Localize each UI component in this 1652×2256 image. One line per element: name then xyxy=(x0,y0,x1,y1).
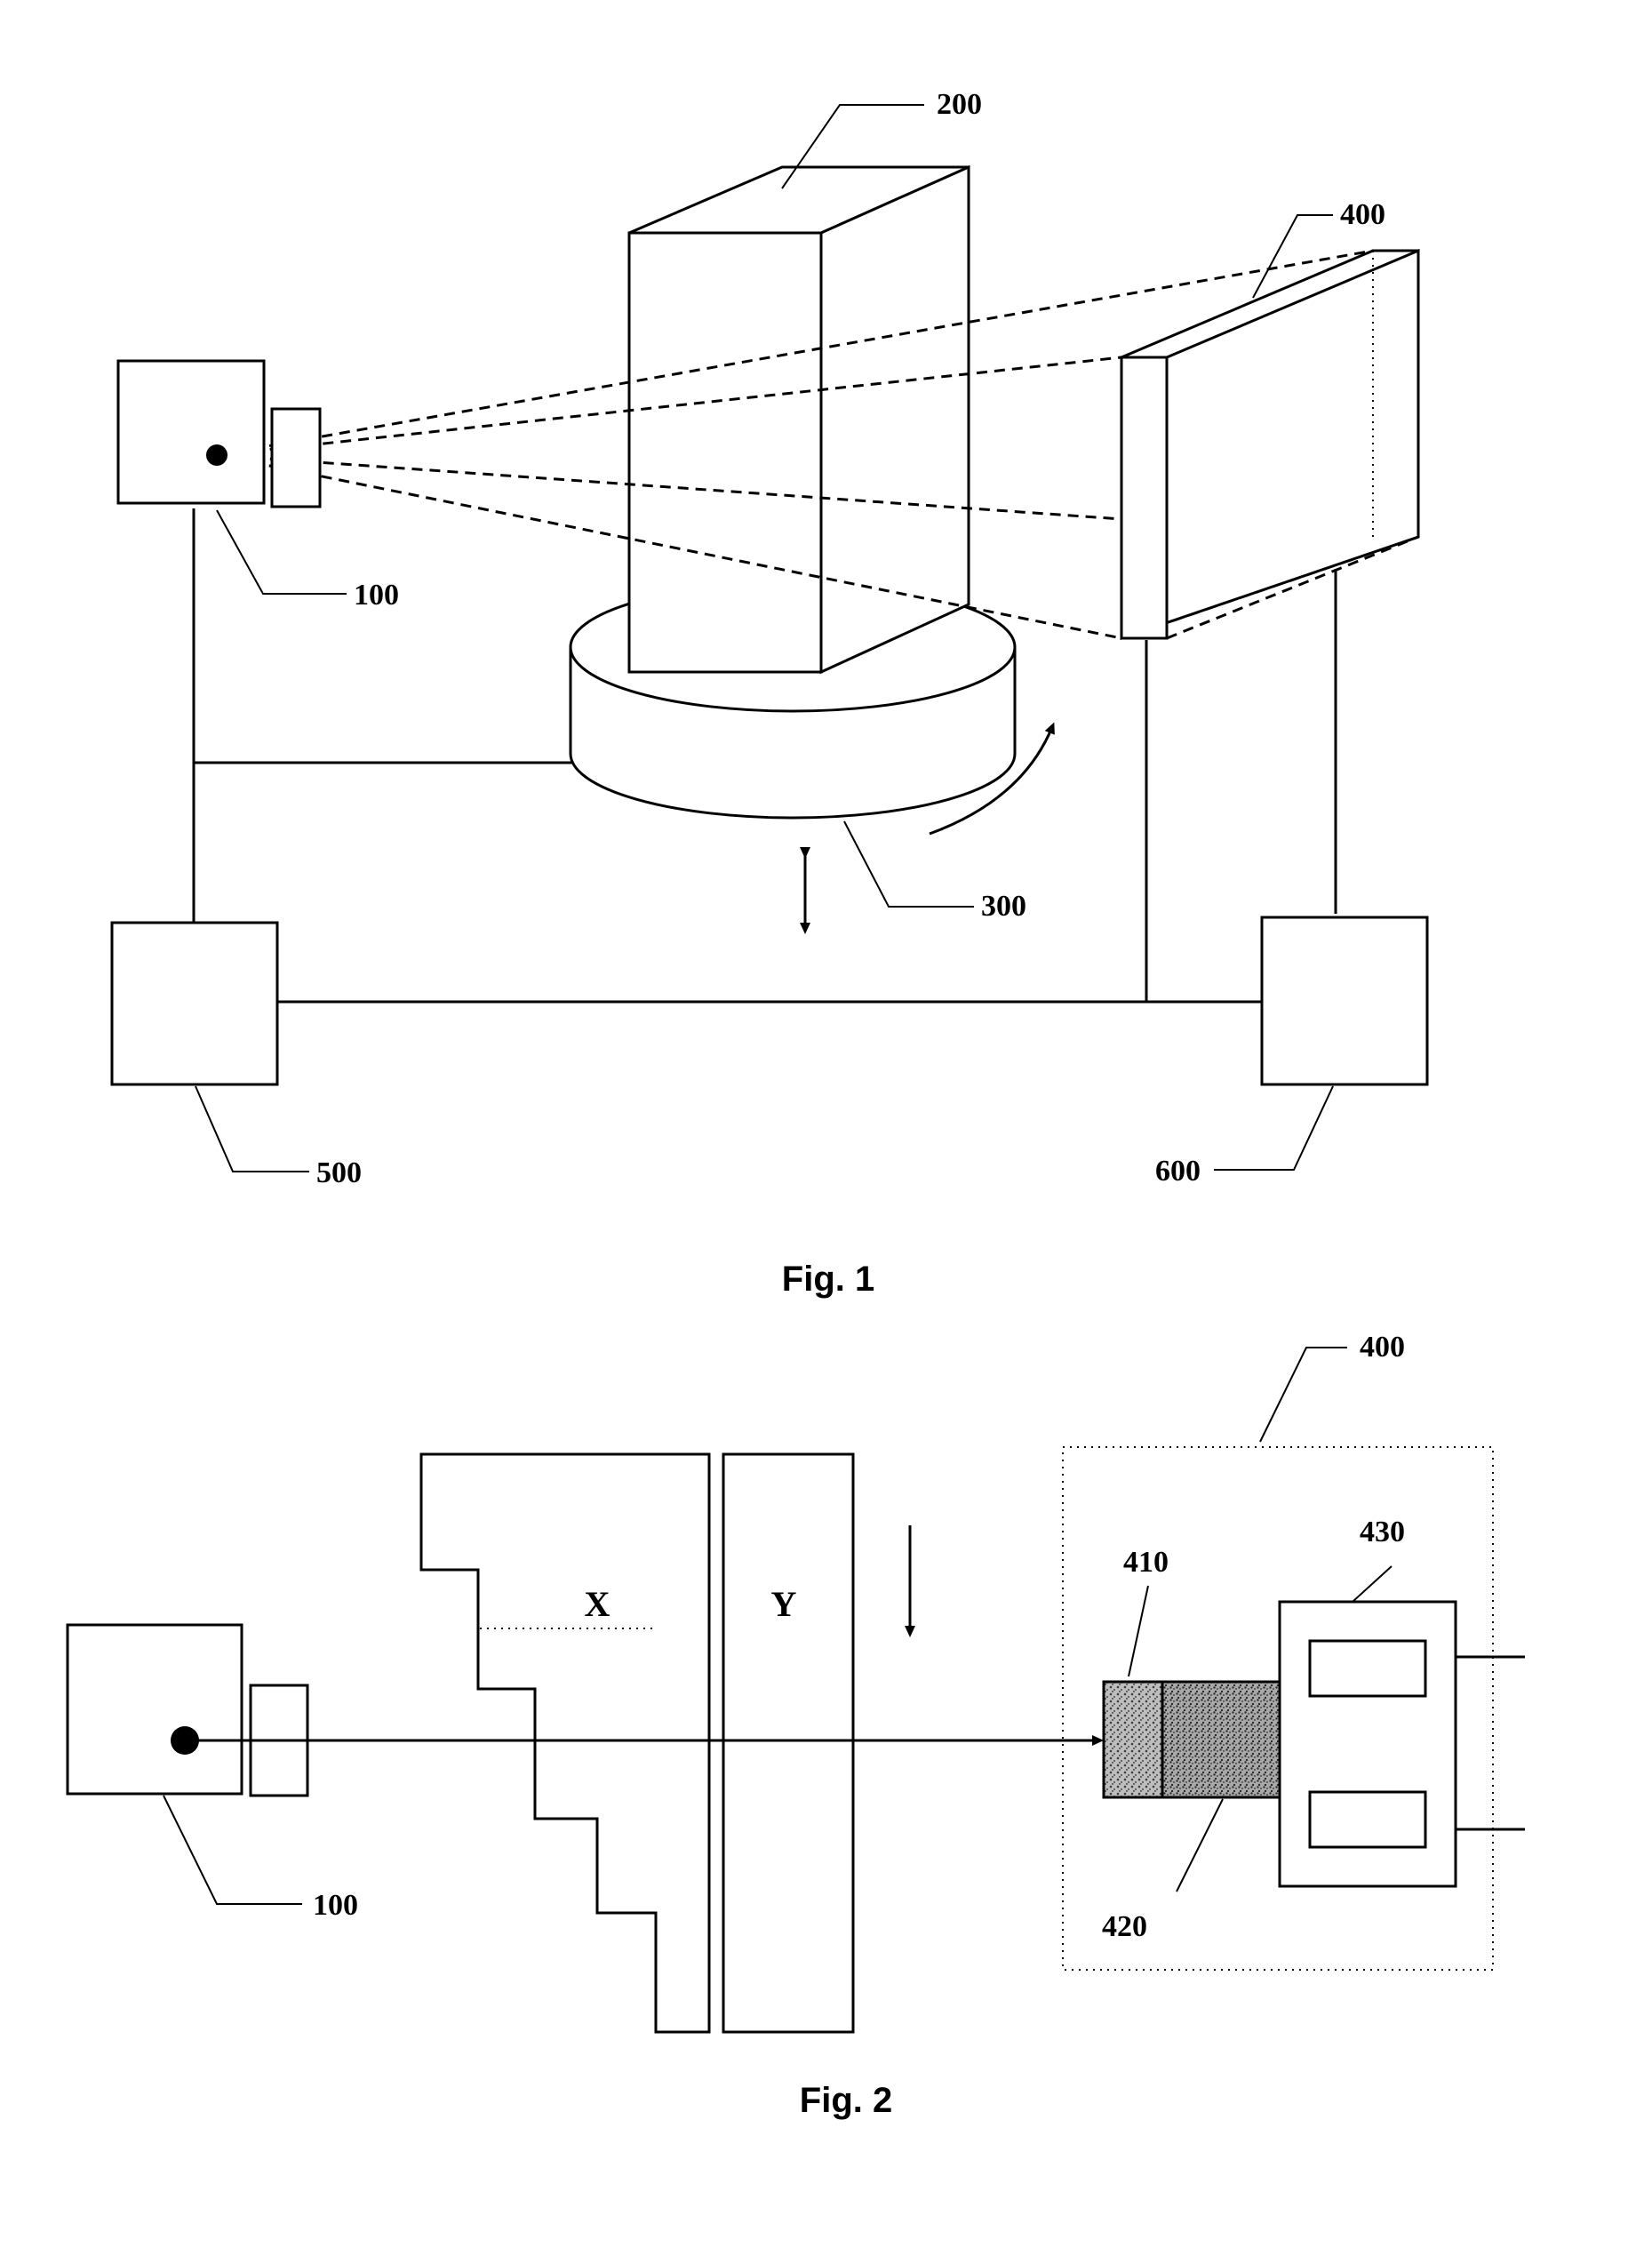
figure-1: 200 400 100 300 500 600 Fig. 1 xyxy=(112,88,1427,1299)
readout-unit-430 xyxy=(1280,1602,1525,1886)
label-layer-420: 420 xyxy=(1102,1910,1147,1943)
fig1-focal-spot xyxy=(206,444,227,466)
label-layer-410: 410 xyxy=(1123,1546,1169,1579)
label-readout-430: 430 xyxy=(1360,1516,1405,1548)
region-y-label: Y xyxy=(771,1584,797,1624)
figure-1-caption: Fig. 1 xyxy=(782,1260,874,1299)
fig1-xray-source xyxy=(118,361,320,507)
object-region-y xyxy=(723,1454,853,2032)
label-fig2-source-100: 100 xyxy=(313,1889,358,1922)
detector-layer-410 xyxy=(1104,1682,1162,1797)
label-detector-400: 400 xyxy=(1340,198,1385,231)
readout-channel-lower xyxy=(1310,1792,1425,1847)
label-controller-500: 500 xyxy=(316,1156,362,1189)
fig2-xray-source xyxy=(68,1625,307,1796)
object-region-x xyxy=(421,1454,709,2032)
label-controller-600: 600 xyxy=(1155,1155,1201,1188)
figure-2-caption: Fig. 2 xyxy=(800,2081,892,2120)
label-source-100: 100 xyxy=(354,579,399,612)
label-table-300: 300 xyxy=(981,890,1026,923)
fig1-detector xyxy=(1121,251,1418,638)
controller-600 xyxy=(1262,917,1427,1084)
fig2-focal-spot xyxy=(171,1726,199,1755)
detector-layer-420 xyxy=(1162,1682,1281,1797)
label-object-200: 200 xyxy=(937,88,982,121)
region-x-label: X xyxy=(585,1584,611,1624)
figure-2: X Y 400 xyxy=(68,1331,1525,2120)
readout-channel-upper xyxy=(1310,1641,1425,1696)
label-fig2-detector-400: 400 xyxy=(1360,1331,1405,1364)
controller-500 xyxy=(112,923,277,1084)
